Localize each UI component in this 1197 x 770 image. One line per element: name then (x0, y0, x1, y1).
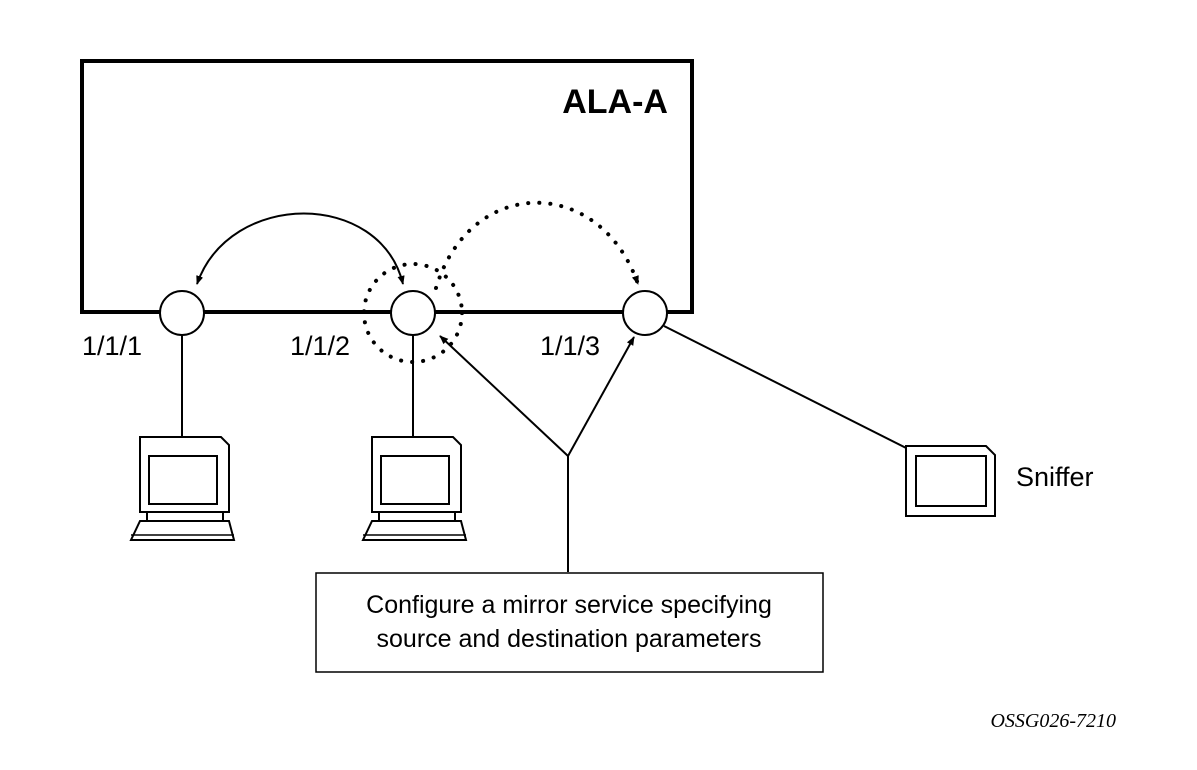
port-1-1-2 (390, 290, 436, 336)
callout-pointer-port3 (567, 336, 635, 457)
sniffer-label: Sniffer (1016, 462, 1094, 492)
port-1-1-3 (622, 290, 668, 336)
callout-pointer-port2 (439, 335, 569, 457)
port-label-1-1-1: 1/1/1 (82, 331, 142, 361)
mirror-arrow-port2-port3 (434, 200, 640, 290)
callout-line-1: Configure a mirror service specifying (366, 591, 772, 619)
link-port3-sniffer (663, 325, 931, 461)
port-label-1-1-2: 1/1/2 (290, 331, 350, 361)
callout-line-2: source and destination parameters (377, 625, 762, 653)
router-name: ALA-A (562, 83, 668, 121)
traffic-arrow-port1-port2 (196, 212, 405, 285)
mirror-source-highlight (362, 262, 464, 364)
sniffer-icon (905, 445, 996, 517)
figure-id: OSSG026-7210 (990, 710, 1116, 732)
port-1-1-1 (159, 290, 205, 336)
workstation-1-icon (130, 436, 235, 541)
workstation-2-icon (362, 436, 467, 541)
router-box (80, 59, 694, 314)
port-label-1-1-3: 1/1/3 (540, 331, 600, 361)
callout-box (315, 572, 824, 673)
